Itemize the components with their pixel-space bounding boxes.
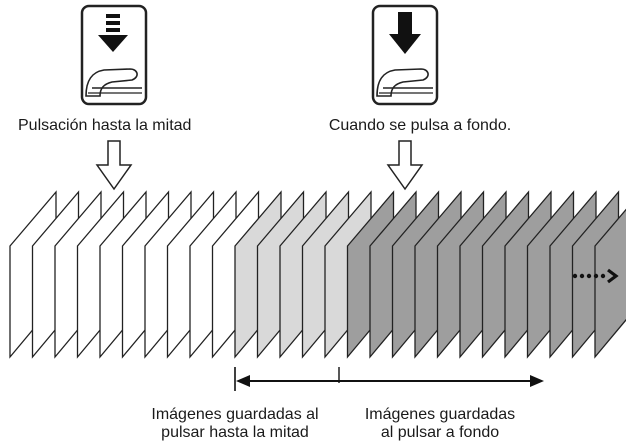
half-press-saved-line1: Imágenes guardadas al bbox=[151, 406, 319, 423]
half-press-saved-label: Imágenes guardadas al pulsar hasta la mi… bbox=[125, 406, 345, 442]
half-press-caption: Pulsación hasta la mitad bbox=[18, 117, 192, 134]
full-press-saved-label: Imágenes guardadas al pulsar a fondo bbox=[345, 406, 535, 442]
hollow-down-arrow-icon bbox=[386, 140, 424, 191]
full-press-caption: Cuando se pulsa a fondo. bbox=[328, 117, 512, 134]
full-press-saved-line2: al pulsar a fondo bbox=[380, 424, 500, 441]
shutter-full-press-icon bbox=[371, 4, 439, 106]
saved-range-arrow bbox=[234, 367, 544, 391]
shutter-half-press-icon bbox=[80, 4, 148, 106]
dotted-continuation-arrow-icon bbox=[572, 268, 619, 284]
hollow-down-arrow-icon bbox=[95, 140, 133, 191]
half-press-saved-line2: pulsar hasta la mitad bbox=[161, 424, 309, 441]
full-press-saved-line1: Imágenes guardadas bbox=[364, 406, 516, 423]
image-frames-sequence bbox=[9, 190, 626, 359]
